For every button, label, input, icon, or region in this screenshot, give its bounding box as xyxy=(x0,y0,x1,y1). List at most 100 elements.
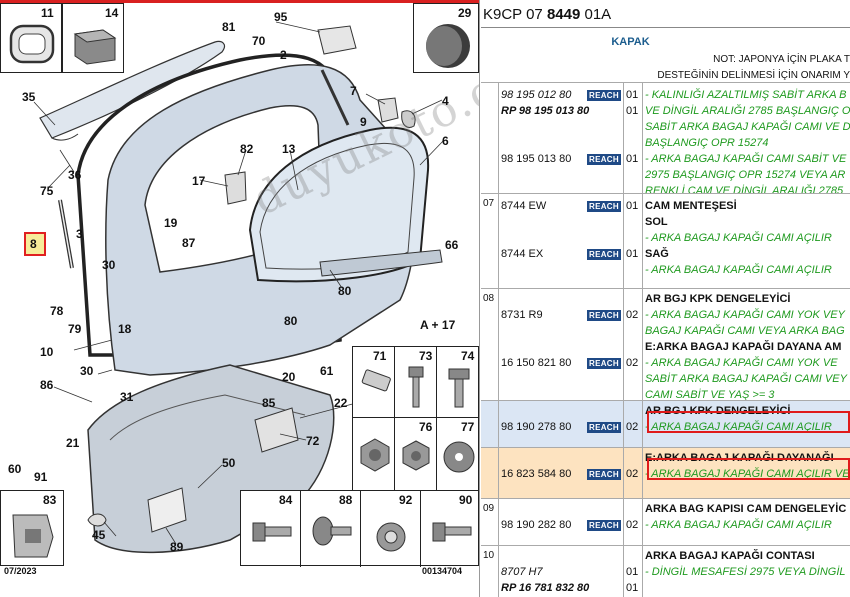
reach-badge: REACH xyxy=(587,469,621,480)
part-number[interactable]: RP 98 195 013 80 xyxy=(501,105,590,117)
callout-66[interactable]: 66 xyxy=(445,238,459,252)
part-note: - DİNGİL MESAFESİ 2975 VEYA DİNGİL xyxy=(645,566,846,578)
callout-81[interactable]: 81 xyxy=(222,20,236,34)
callout-60[interactable]: 60 xyxy=(8,462,22,476)
callout-21[interactable]: 21 xyxy=(66,436,80,450)
reach-badge: REACH xyxy=(587,358,621,369)
callout-50[interactable]: 50 xyxy=(222,456,236,470)
inset-label-14: 14 xyxy=(105,6,119,20)
callout-2[interactable]: 2 xyxy=(280,48,287,62)
item-number: 08 xyxy=(483,293,495,304)
callout-91[interactable]: 91 xyxy=(34,470,48,484)
callout-70[interactable]: 70 xyxy=(252,34,266,48)
callout-72[interactable]: 72 xyxy=(306,434,320,448)
callout-10[interactable]: 10 xyxy=(40,345,54,359)
part-number[interactable]: 8707 H7 xyxy=(501,566,543,578)
inset-label-29: 29 xyxy=(458,6,472,20)
inset-11: 11 xyxy=(0,3,62,73)
part-description: SOL xyxy=(645,216,668,228)
inset-label-83: 83 xyxy=(43,493,57,507)
callout-80b[interactable]: 80 xyxy=(284,314,298,328)
callout-30[interactable]: 30 xyxy=(102,258,116,272)
part-note: BAŞLANGIÇ OPR 15274 xyxy=(645,137,769,149)
callout-78[interactable]: 78 xyxy=(50,304,64,318)
part-note: - ARKA BAGAJ KAPAĞI CAMI SABİT VE xyxy=(645,153,847,165)
part-number[interactable]: 8731 R9 xyxy=(501,309,543,321)
highlight-box xyxy=(647,458,850,480)
part-description: CAM MENTEŞESİ xyxy=(645,200,737,212)
callout-85[interactable]: 85 xyxy=(262,396,276,410)
part-number[interactable]: 98 190 282 80 xyxy=(501,519,572,531)
quantity: 01 xyxy=(626,89,639,101)
callout-36[interactable]: 36 xyxy=(68,168,82,182)
part-description: SAĞ xyxy=(645,248,669,260)
part-number[interactable]: 16 150 821 80 xyxy=(501,357,572,369)
callout-82[interactable]: 82 xyxy=(240,142,254,156)
callout-9[interactable]: 9 xyxy=(360,115,367,129)
part-number[interactable]: 8744 EW xyxy=(501,200,547,212)
part-description: E:ARKA BAGAJ KAPAĞI DAYANA AM xyxy=(645,341,842,353)
callout-13[interactable]: 13 xyxy=(282,142,296,156)
callout-20[interactable]: 20 xyxy=(282,370,296,384)
callout-45[interactable]: 45 xyxy=(92,528,106,542)
part-description: ARKA BAGAJ KAPAĞI CONTASI xyxy=(645,550,815,562)
callout-35[interactable]: 35 xyxy=(22,90,36,104)
callout-6[interactable]: 6 xyxy=(442,134,449,148)
part-number[interactable]: 8744 EX xyxy=(501,248,544,260)
reach-badge: REACH xyxy=(587,90,621,101)
callout-89[interactable]: 89 xyxy=(170,540,184,554)
latch-bracket-part-icon xyxy=(12,514,54,558)
part-note: - ARKA BAGAJ KAPAĞI CAMI AÇILIR xyxy=(645,264,832,276)
callout-a-17[interactable]: A + 17 xyxy=(420,318,456,332)
diagram-top-rule xyxy=(0,0,479,3)
part-number[interactable]: 98 195 012 80 xyxy=(501,89,572,101)
callout-87[interactable]: 87 xyxy=(182,236,196,250)
callout-80[interactable]: 80 xyxy=(338,284,352,298)
grommet-part-icon xyxy=(376,522,406,552)
inset-label-73: 73 xyxy=(419,349,433,363)
inset-label-11: 11 xyxy=(41,6,54,20)
reach-badge: REACH xyxy=(587,201,621,212)
inset-label-77: 77 xyxy=(461,420,475,434)
item-number: 10 xyxy=(483,550,495,561)
catalog-ref-suffix: 01A xyxy=(580,6,612,23)
callout-61[interactable]: 61 xyxy=(320,364,334,378)
callout-4[interactable]: 4 xyxy=(442,94,449,108)
part-description: ARKA BAG KAPISI CAM DENGELEYİC xyxy=(645,503,847,515)
section-title: KAPAK xyxy=(611,36,650,48)
callout-3[interactable]: 3 xyxy=(76,227,83,241)
section-note-line-1: NOT: JAPONYA İÇİN PLAKA T xyxy=(713,54,850,65)
callout-19[interactable]: 19 xyxy=(164,216,178,230)
callout-30b[interactable]: 30 xyxy=(80,364,94,378)
header-separator xyxy=(481,27,850,28)
highlighted-part-8[interactable]: 8 xyxy=(24,232,46,256)
callout-17[interactable]: 17 xyxy=(192,174,206,188)
part-number[interactable]: 98 190 278 80 xyxy=(501,421,572,433)
callout-79[interactable]: 79 xyxy=(68,322,82,336)
reach-badge: REACH xyxy=(587,520,621,531)
part-number[interactable]: 16 823 584 80 xyxy=(501,468,572,480)
callout-86[interactable]: 86 xyxy=(40,378,54,392)
callout-31[interactable]: 31 xyxy=(120,390,134,404)
part-note: BAGAJ KAPAĞI CAMI VEYA ARKA BAG xyxy=(645,325,845,337)
part-note: SABİT ARKA BAGAJ KAPAĞI CAMI VEY xyxy=(645,373,847,385)
callout-22[interactable]: 22 xyxy=(334,396,348,410)
callout-7[interactable]: 7 xyxy=(350,84,357,98)
callout-75[interactable]: 75 xyxy=(40,184,54,198)
washer-part-icon xyxy=(443,441,475,473)
callout-18[interactable]: 18 xyxy=(118,322,132,336)
inset-14: 14 xyxy=(62,3,124,73)
part-number[interactable]: 98 195 013 80 xyxy=(501,153,572,165)
column-divider xyxy=(642,82,643,597)
part-note: 2975 BAŞLANGIÇ OPR 15274 VEYA AR xyxy=(645,169,846,181)
tailgate-line-art xyxy=(33,21,445,554)
part-note: SABİT ARKA BAGAJ KAPAĞI CAMI VE D xyxy=(645,121,850,133)
part-number[interactable]: RP 16 781 832 80 xyxy=(501,582,590,594)
callout-95[interactable]: 95 xyxy=(274,10,288,24)
